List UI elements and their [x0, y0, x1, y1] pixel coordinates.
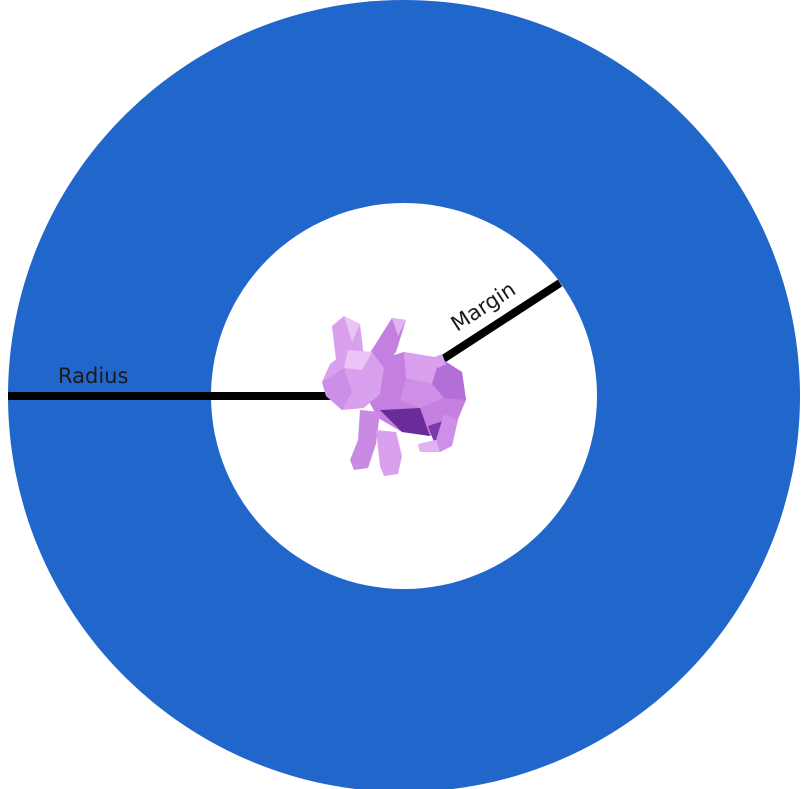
low-poly-rabbit-icon: [322, 316, 466, 476]
margin-line: [437, 279, 563, 365]
radius-label: Radius: [58, 364, 128, 388]
